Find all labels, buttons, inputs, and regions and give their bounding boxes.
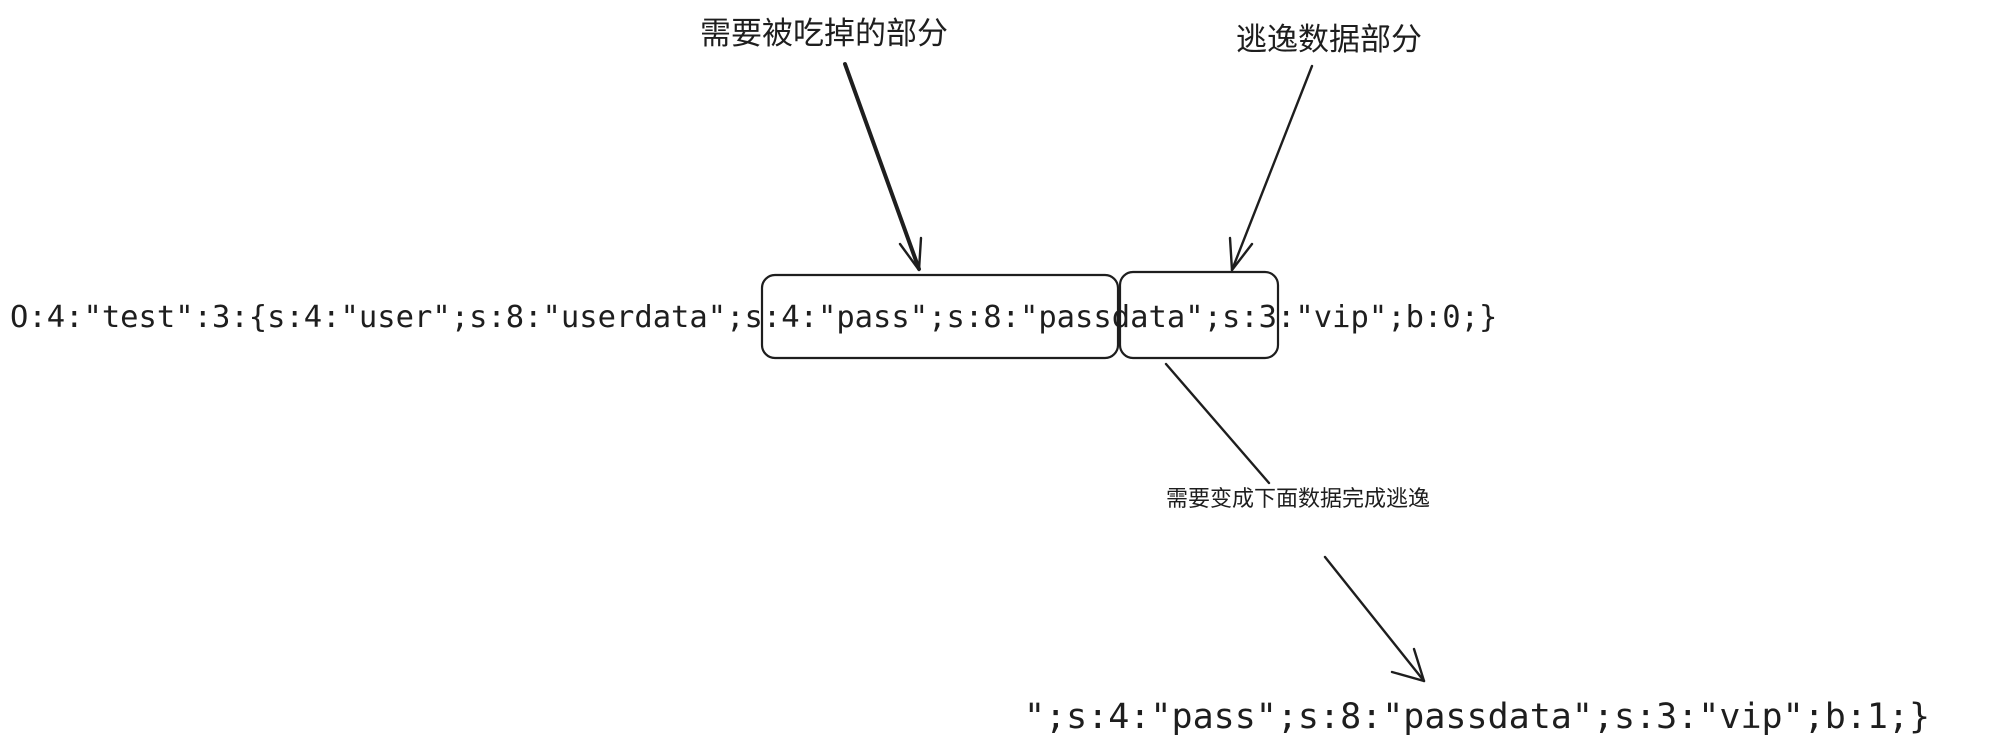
arrow-eaten-part-head xyxy=(898,236,923,272)
original-escape-segment: passdata xyxy=(1038,300,1186,335)
transform-note-label: 需要变成下面数据完成逃逸 xyxy=(1165,487,1430,512)
eaten-part-box xyxy=(760,273,1120,360)
arrow-escape-data-shaft xyxy=(1230,64,1314,272)
original-serialized-string: O:4:"test":3:{s:4:"user";s:8:"userdata";… xyxy=(10,296,1497,340)
eaten-part-label: 需要被吃掉的部分 xyxy=(700,16,948,52)
target-serialized-string: ";s:4:"pass";s:8:"passdata";s:3:"vip";b:… xyxy=(1024,697,1931,737)
connector-escape-to-note xyxy=(1164,362,1271,485)
original-eaten-segment: ";s:4:"pass";s:8:" xyxy=(707,300,1039,335)
escape-data-box xyxy=(1118,270,1280,360)
arrow-eaten-part-shaft xyxy=(843,62,921,271)
original-suffix-segment: ";s:3:"vip";b:0;} xyxy=(1185,300,1498,335)
arrow-escape-data-head xyxy=(1228,236,1254,272)
arrow-note-to-target-head xyxy=(1390,647,1426,683)
original-prefix-segment: O:4:"test":3:{s:4:"user";s:8:"userdata xyxy=(10,300,708,335)
arrow-note-to-target-shaft xyxy=(1323,555,1426,683)
escape-data-label: 逃逸数据部分 xyxy=(1236,22,1422,58)
